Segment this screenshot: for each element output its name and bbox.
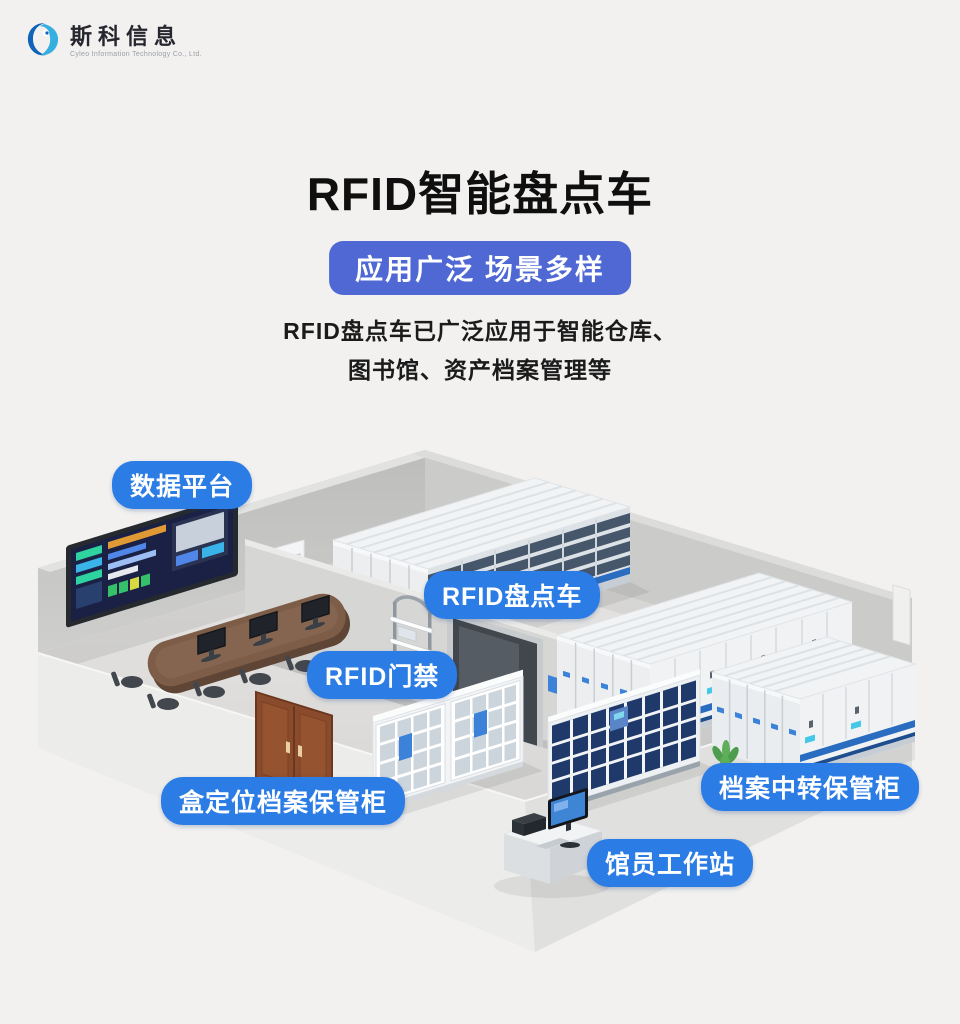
logo-subtitle: Cyleo Information Technology Co., Ltd.	[70, 51, 202, 58]
callout-label: 馆员工作站	[605, 851, 736, 879]
callout-rfid-cart: RFID盘点车	[415, 571, 601, 619]
callout-label: RFID门禁	[325, 663, 440, 691]
conference-chairs	[111, 655, 317, 710]
description: RFID盘点车已广泛应用于智能仓库、 图书馆、资产档案管理等	[0, 312, 960, 390]
box-locating-cabinets	[372, 669, 543, 818]
logo-name: 斯科信息	[70, 24, 183, 49]
page-title: RFID智能盘点车	[306, 168, 654, 220]
logo-icon	[27, 23, 59, 56]
scene-svg	[37, 450, 917, 952]
cabinet-screen	[474, 709, 487, 738]
callout-label: RFID盘点车	[442, 583, 583, 611]
callout-transfer-cabinet: 档案中转保管柜	[691, 763, 920, 811]
callout-data-platform: 数据平台	[112, 461, 253, 519]
callout-label: 盒定位档案保管柜	[179, 789, 388, 817]
callout-label: 档案中转保管柜	[719, 775, 902, 803]
data-platform-screen	[66, 494, 238, 628]
logo: 斯科信息 Cyleo Information Technology Co., L…	[26, 20, 202, 60]
callout-label: 数据平台	[130, 473, 235, 501]
cabinet-screen	[399, 732, 412, 761]
callout-box-locating-cabinet: 盒定位档案保管柜	[161, 777, 415, 825]
conference-area	[111, 593, 351, 710]
desk-monitors	[197, 594, 330, 662]
librarian-workstation	[494, 787, 610, 898]
workstation-monitor	[548, 787, 588, 832]
rfid-access-reader	[548, 675, 558, 695]
callout-rfid-access: RFID门禁	[307, 651, 467, 699]
description-line-1: RFID盘点车已广泛应用于智能仓库、	[283, 318, 677, 344]
callout-librarian-workstation: 馆员工作站	[577, 839, 754, 887]
tagline-badge: 应用广泛 场景多样	[329, 241, 631, 295]
warehouse-illustration	[0, 420, 960, 1024]
description-line-2: 图书馆、资产档案管理等	[348, 357, 612, 383]
